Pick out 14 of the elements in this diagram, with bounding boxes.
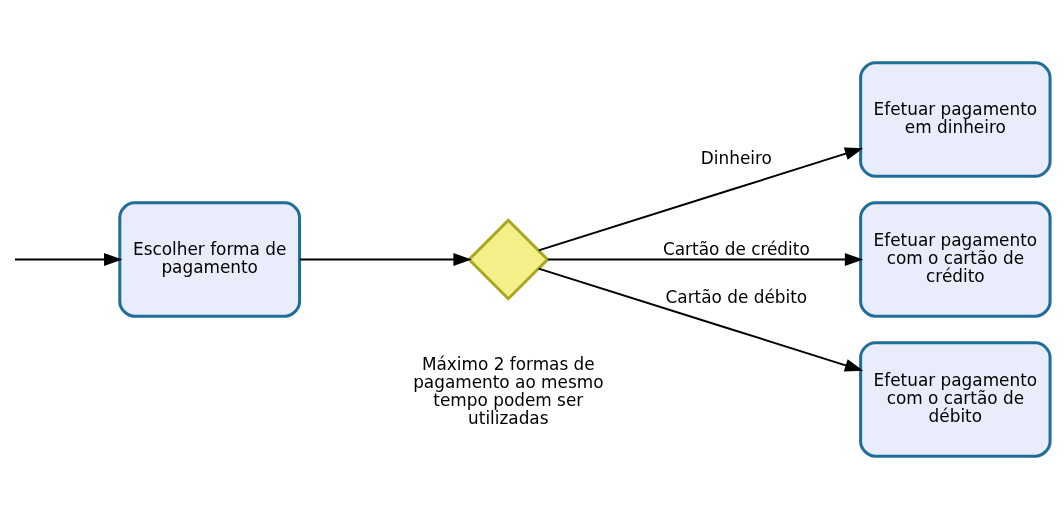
node-diamond — [466, 218, 550, 301]
arrow — [14, 253, 123, 266]
edge-label: Dinheiro — [700, 148, 772, 169]
arrow — [537, 267, 864, 372]
node-box: Escolher forma de pagamento — [118, 201, 302, 318]
arrow — [537, 147, 864, 252]
edge-label: Cartão de crédito — [662, 238, 810, 259]
arrow — [298, 253, 472, 266]
arrow — [546, 253, 864, 266]
edge-label: Cartão de débito — [665, 287, 808, 308]
node-box: Efetuar pagamento em dinheiro — [859, 61, 1052, 178]
node-box: Efetuar pagamento com o cartão de débito — [859, 341, 1052, 458]
node-box: Efetuar pagamento com o cartão de crédito — [859, 201, 1052, 318]
node-label: Máximo 2 formas de pagamento ao mesmo tempo podem ser utilizadas — [413, 353, 604, 428]
